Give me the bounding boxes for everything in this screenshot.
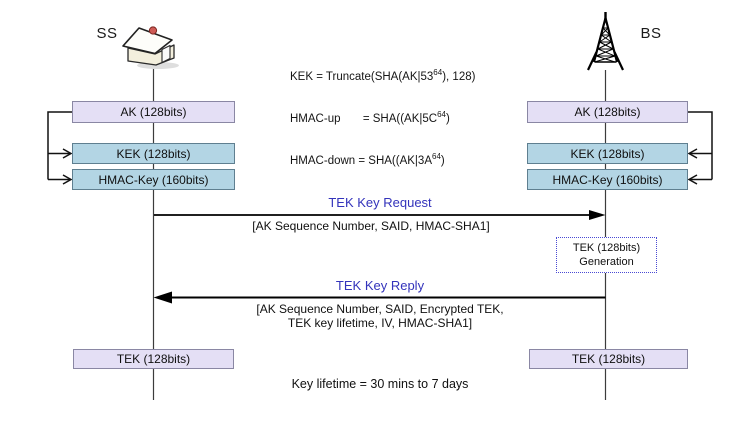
key-derivation-formulas: KEK = Truncate(SHA(AK|5364), 128) HMAC-u…	[290, 42, 475, 196]
tek-generation-line1: TEK (128bits)	[572, 242, 641, 254]
arrowhead-left	[687, 148, 698, 159]
reply-params: [AK Sequence Number, SAID, Encrypted TEK…	[190, 302, 570, 330]
reply-params-line2: TEK key lifetime, IV, HMAC-SHA1]	[287, 316, 473, 330]
arrowhead-right	[62, 148, 73, 159]
formula-text: HMAC-up = SHA((AK|5C	[290, 113, 438, 125]
arrowhead-right	[62, 174, 73, 185]
superscript: 64	[432, 152, 441, 162]
key-lifetime-note: Key lifetime = 30 mins to 7 days	[291, 377, 469, 391]
tek-generation-line2: Generation	[579, 256, 634, 268]
bs-tek-box: TEK (128bits)	[529, 349, 688, 369]
reply-params-line1: [AK Sequence Number, SAID, Encrypted TEK…	[256, 302, 504, 316]
bs-derive-bracket	[687, 111, 713, 185]
ss-derive-bracket	[47, 111, 73, 185]
request-title: TEK Key Request	[328, 195, 432, 210]
ss-ak-box: AK (128bits)	[72, 101, 235, 123]
formula-text: KEK = Truncate(SHA(AK|53	[290, 71, 434, 83]
superscript: 64	[437, 110, 446, 120]
bs-ak-box: AK (128bits)	[527, 101, 688, 123]
house-icon	[122, 26, 179, 69]
reply-title: TEK Key Reply	[335, 278, 425, 293]
ss-hmac-key-box: HMAC-Key (160bits)	[72, 169, 235, 190]
superscript: 64	[433, 68, 443, 78]
request-arrow	[154, 210, 606, 220]
antenna-tower-icon	[587, 12, 624, 71]
ss-label: SS	[96, 25, 118, 42]
formula-text: )	[440, 155, 445, 167]
formula-text: )	[446, 113, 450, 125]
formula-hmac-up: HMAC-up = SHA((AK|5C64)	[290, 110, 475, 126]
formula-text: HMAC-down = SHA((AK|3A	[290, 155, 432, 167]
bs-hmac-key-box: HMAC-Key (160bits)	[527, 169, 688, 190]
tek-generation-box: TEK (128bits) Generation	[556, 237, 657, 273]
arrowhead-left	[687, 174, 698, 185]
bs-label: BS	[640, 25, 662, 42]
formula-text: ), 128)	[442, 71, 476, 83]
ss-kek-box: KEK (128bits)	[72, 143, 235, 164]
formula-hmac-down: HMAC-down = SHA((AK|3A64)	[290, 152, 475, 168]
ss-tek-box: TEK (128bits)	[73, 349, 234, 369]
formula-kek: KEK = Truncate(SHA(AK|5364), 128)	[290, 68, 476, 84]
bs-kek-box: KEK (128bits)	[527, 143, 688, 164]
request-params: [AK Sequence Number, SAID, HMAC-SHA1]	[252, 219, 490, 233]
reply-arrow	[153, 291, 606, 304]
